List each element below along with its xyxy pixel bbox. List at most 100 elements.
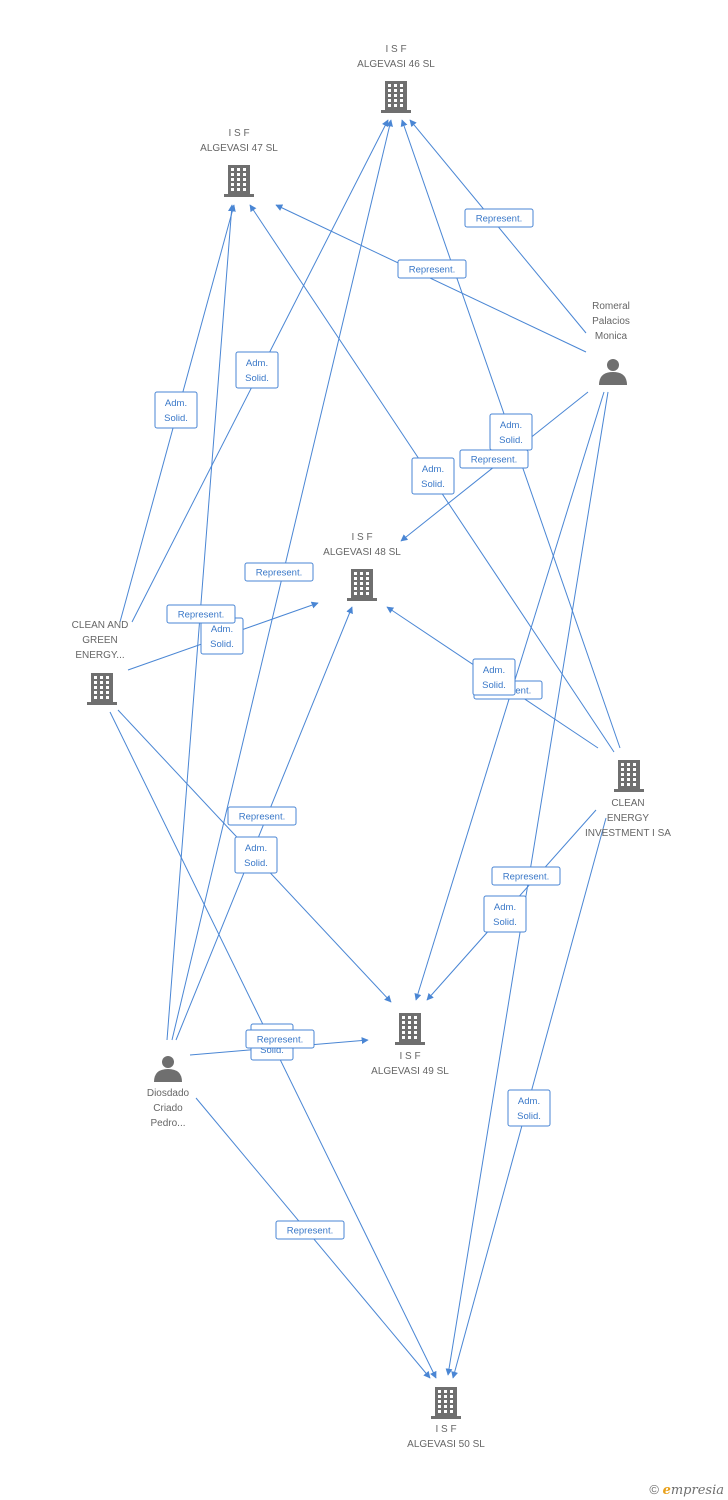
node-label-isf46: ALGEVASI 46 SL [357,59,435,70]
node-label-romeral: Romeral [592,301,630,312]
edge-label-box [235,351,279,389]
edge-label-box [491,866,561,886]
edge-label-box [275,1220,345,1240]
edge-label-adm-solid[interactable]: Adm. Solid. [235,351,279,389]
node-label-diosdado: Diosdado [147,1088,190,1099]
edge-label-represent[interactable]: Represent. [459,449,529,469]
node-label-cleanenergy: ENERGY [607,813,650,824]
edge-label-represent[interactable]: Represent. [244,562,314,582]
edge-labels-layer: Represent. Represent. Represent. Represent.… [154,208,561,1240]
edge-label-represent[interactable]: Represent. [227,806,297,826]
edge-label-adm-solid[interactable]: Adm.Solid. [507,1089,551,1127]
edge-label-represent[interactable]: Represent. [491,866,561,886]
edge-label-box [397,259,467,279]
node-label-diosdado: Criado [153,1103,183,1114]
edge-label-text: Represent. [257,1035,303,1046]
edge-label-box [472,658,516,696]
node-label-cleanenergy: INVESTMENT I SA [585,828,671,839]
edge-label-adm-solid[interactable]: Adm. Solid. [411,457,455,495]
building-icon [347,569,377,601]
node-isf47[interactable]: I S F ALGEVASI 47 SL [200,128,278,197]
node-label-romeral: Palacios [592,316,630,327]
building-icon [614,760,644,792]
edge-label-text: Solid. [421,479,445,490]
edge-label-text: Adm. [211,624,233,635]
edge-label-text: Solid. [499,435,523,446]
edge-label-adm-solid[interactable]: Adm. Solid. [200,617,244,655]
edge-label-adm-solid[interactable]: Adm.Solid. [234,836,278,874]
edge-label-text: Adm. [494,902,516,913]
edge-label-adm-solid[interactable]: Adm. Solid. [483,895,527,933]
edge-label-represent[interactable]: Represent. [245,1029,315,1049]
edge-label-box [483,895,527,933]
node-diosdado[interactable]: DiosdadoCriadoPedro... [147,1056,190,1129]
node-isf46[interactable]: I S F ALGEVASI 46 SL [357,44,435,113]
building-icon [381,81,411,113]
node-label-isf47: I S F [228,128,249,139]
edge-label-box [245,1029,315,1049]
edge-label-box [227,806,297,826]
edge-label-text: Solid. [493,917,517,928]
node-label-cleangreen: CLEAN AND [72,620,129,631]
node-label-romeral: Monica [595,331,628,342]
edge-label-box [234,836,278,874]
copyright-icon: © [649,1482,659,1497]
edge-label-text: Represent. [476,214,522,225]
edge-label-text: Adm. [246,358,268,369]
building-icon [224,165,254,197]
edge-label-represent[interactable]: Represent. [397,259,467,279]
edge-label-text: Represent. [471,455,517,466]
node-label-isf46: I S F [385,44,406,55]
edge-label-adm-solid[interactable]: Adm. Solid. [489,413,533,451]
node-label-isf50: I S F [435,1424,456,1435]
edge-label-represent[interactable]: Represent. [464,208,534,228]
edge-label-text: Represent. [239,812,285,823]
edge-label-box [489,413,533,451]
edge-label-text: Adm. [483,665,505,676]
edge-label-text: Represent. [256,568,302,579]
edge-label-text: Solid. [164,413,188,424]
edge-label-text: Represent. [503,872,549,883]
building-icon [87,673,117,705]
node-cleangreen[interactable]: CLEAN AND GREEN ENERGY... [72,620,129,705]
building-icon [395,1013,425,1045]
edge-label-box [507,1089,551,1127]
node-isf49[interactable]: I S F ALGEVASI 49 SL [371,1013,449,1077]
edge-label-box [464,208,534,228]
edge-label-box [244,562,314,582]
edge-label-adm-solid[interactable]: Adm. Solid. [154,391,198,429]
edge-label-box [411,457,455,495]
node-label-isf49: ALGEVASI 49 SL [371,1066,449,1077]
edges-layer [109,119,621,1379]
edge-label-represent[interactable]: Represent. [166,604,236,624]
person-icon [154,1056,182,1082]
edge-label-box [166,604,236,624]
building-icon [431,1387,461,1419]
node-label-cleanenergy: CLEAN [611,798,644,809]
node-label-isf49: I S F [399,1051,420,1062]
node-label-cleangreen: ENERGY... [75,650,124,661]
node-label-isf47: ALGEVASI 47 SL [200,143,278,154]
edge-label-text: Adm. [500,420,522,431]
footer-brand: © empresia [649,1482,724,1498]
edge-label-text: Adm. [165,398,187,409]
edge-label-adm-solid[interactable]: Adm. Solid. [472,658,516,696]
node-isf50[interactable]: I S F ALGEVASI 50 SL [407,1387,485,1450]
node-cleanenergy[interactable]: CLEAN ENERGY INVESTMENT I SA [585,760,671,839]
node-label-cleangreen: GREEN [82,635,118,646]
edge-label-text: Solid. [245,373,269,384]
edge-label-text: Solid. [210,639,234,650]
edge-label-text: Represent. [178,610,224,621]
edge-label-box [154,391,198,429]
edge-label-text: Solid. [482,680,506,691]
node-label-isf50: ALGEVASI 50 SL [407,1439,485,1450]
edge-label-text: Adm. [245,843,267,854]
node-label-diosdado: Pedro... [150,1118,185,1129]
edge-label-represent[interactable]: Represent. [275,1220,345,1240]
edge-label-text: Adm. [422,464,444,475]
brand-logo: empresia [662,1483,724,1498]
